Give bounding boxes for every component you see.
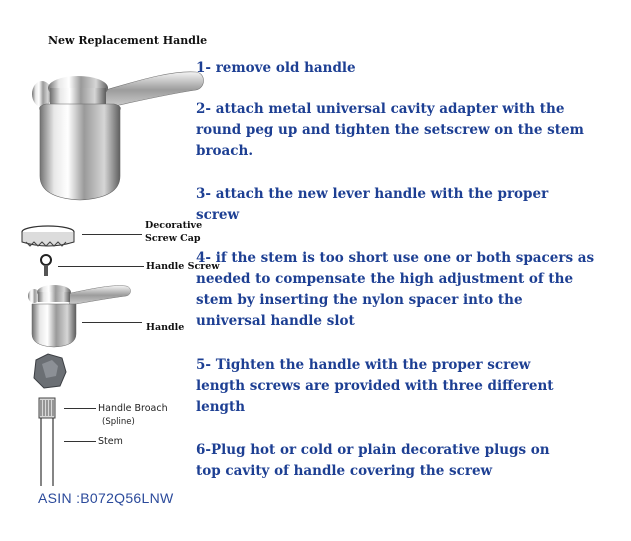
stem-leader (64, 441, 96, 442)
step-5-text: 5- Tighten the handle with the proper sc… (196, 357, 554, 415)
step-2-text: 2- attach metal universal cavity adapter… (196, 101, 584, 159)
step-4-text: 4- if the stem is too short use one or b… (196, 250, 595, 329)
decorative-label: Decorative (145, 220, 203, 231)
handle-label: Handle (146, 322, 185, 333)
large-handle-image (32, 71, 204, 201)
screw-cap-leader (82, 234, 142, 235)
handle-leader (82, 322, 142, 323)
screw-cap-label: Screw Cap (145, 233, 201, 244)
handle-screw-label: Handle Screw (146, 261, 220, 272)
step-3-text: 3- attach the new lever handle with the … (196, 186, 549, 223)
adapter-image (33, 353, 67, 389)
stem-image (38, 397, 56, 486)
decorative-screw-cap-image (21, 225, 75, 247)
handle-broach-label: Handle Broach (98, 403, 168, 414)
asin-label: ASIN :B072Q56LNW (38, 490, 174, 506)
small-handle-image (28, 285, 131, 348)
step-6-text: 6-Plug hot or cold or plain decorative p… (196, 442, 550, 479)
stem-label: Stem (98, 436, 123, 447)
spline-label: (Spline) (102, 417, 135, 427)
handle-screw-leader (58, 266, 144, 267)
broach-leader (64, 408, 96, 409)
diagram-title: New Replacement Handle (48, 34, 208, 47)
handle-screw-image (40, 254, 52, 276)
step-1-text: 1- remove old handle (196, 60, 356, 76)
